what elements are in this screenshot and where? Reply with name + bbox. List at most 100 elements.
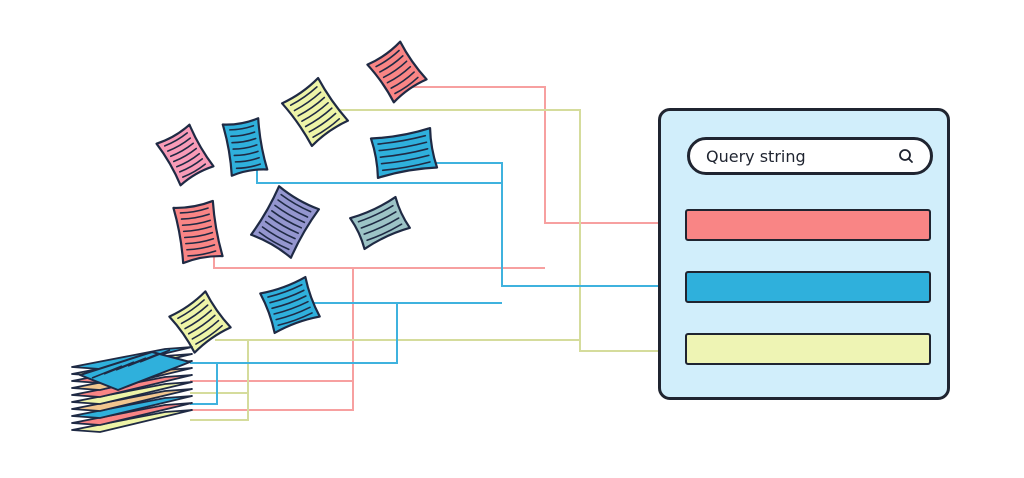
stacked-sheet — [71, 402, 193, 426]
text-line — [183, 231, 214, 239]
text-line — [178, 158, 204, 173]
text-line — [261, 226, 293, 245]
text-line — [381, 161, 431, 172]
text-line — [187, 250, 217, 257]
connector-line-red — [213, 238, 545, 269]
text-line — [184, 309, 213, 330]
text-line — [274, 204, 306, 224]
document-sheet — [349, 195, 411, 251]
connector-line-blue — [256, 165, 502, 184]
text-line — [172, 147, 198, 163]
document-red-top — [366, 40, 428, 104]
text-line — [163, 132, 189, 147]
text-line — [185, 237, 215, 245]
text-line — [363, 217, 400, 235]
text-line — [177, 299, 205, 320]
document-blue-left — [221, 117, 269, 177]
text-line — [139, 349, 171, 363]
document-sheet — [259, 275, 321, 335]
text-line — [386, 65, 412, 84]
text-line — [312, 117, 341, 138]
text-line — [233, 150, 259, 157]
connector-line-blue — [190, 302, 398, 364]
document-sheet — [221, 117, 269, 177]
document-blue-bottom — [259, 275, 321, 335]
text-line — [366, 223, 403, 242]
text-line — [293, 91, 322, 112]
text-line — [277, 199, 309, 218]
text-line — [382, 60, 408, 79]
document-sheet — [249, 185, 321, 259]
text-line — [379, 55, 404, 73]
text-line — [271, 210, 303, 229]
text-line — [267, 283, 303, 298]
text-line — [273, 300, 309, 315]
text-line — [180, 213, 210, 220]
text-line — [280, 193, 312, 213]
connector-line-blue — [435, 162, 683, 287]
search-bar[interactable]: Query string — [687, 137, 933, 175]
document-gray — [349, 195, 411, 251]
scattered-documents — [155, 40, 439, 354]
connector-line-yellow — [325, 109, 683, 352]
search-input[interactable]: Query string — [706, 146, 806, 166]
text-line — [304, 107, 333, 128]
text-line — [264, 220, 296, 240]
text-line — [258, 231, 290, 251]
text-line — [232, 144, 258, 150]
result-yellow[interactable] — [685, 333, 931, 365]
document-sheet — [168, 290, 232, 354]
text-line — [228, 124, 255, 131]
stacked-sheet — [71, 388, 193, 412]
connector-line-red — [190, 268, 354, 411]
text-line — [191, 319, 220, 340]
text-line — [390, 71, 415, 89]
text-line — [180, 304, 209, 325]
text-line — [379, 148, 429, 158]
result-blue[interactable] — [685, 271, 931, 303]
document-sheet — [366, 40, 428, 104]
text-line — [182, 225, 213, 233]
document-yellow-bottom — [168, 290, 232, 354]
document-yellow-top — [280, 76, 350, 148]
document-blue-right — [369, 126, 439, 180]
connector-line-red — [400, 86, 683, 224]
text-line — [195, 324, 223, 345]
text-line — [380, 154, 430, 165]
text-line — [308, 112, 337, 133]
document-sheet — [172, 199, 224, 265]
text-line — [166, 137, 192, 152]
text-line — [235, 163, 262, 170]
connector-line-yellow — [190, 340, 249, 421]
text-line — [275, 306, 311, 321]
text-line — [301, 102, 329, 122]
text-line — [234, 156, 260, 163]
text-line — [267, 215, 299, 234]
document-purple — [249, 185, 321, 259]
document-sheet — [280, 76, 350, 148]
document-sheet — [155, 123, 215, 187]
document-red-middle — [172, 199, 224, 265]
text-line — [269, 289, 305, 304]
text-line — [277, 312, 313, 327]
stack-top-sheet — [79, 349, 191, 391]
text-line — [297, 96, 326, 117]
text-line — [289, 86, 318, 107]
text-line — [231, 137, 257, 144]
search-icon[interactable] — [898, 148, 914, 164]
text-line — [179, 207, 209, 214]
stacked-sheet — [71, 381, 193, 405]
connector-lines — [190, 86, 683, 421]
stacked-sheet — [71, 409, 193, 433]
connector-line-blue — [190, 363, 218, 405]
text-line — [375, 49, 400, 68]
text-line — [271, 295, 307, 310]
text-line — [230, 131, 256, 138]
result-red[interactable] — [685, 209, 931, 241]
document-stack — [71, 346, 193, 433]
text-line — [394, 76, 419, 95]
text-line — [378, 141, 428, 152]
text-line — [187, 314, 216, 335]
text-line — [360, 211, 397, 229]
